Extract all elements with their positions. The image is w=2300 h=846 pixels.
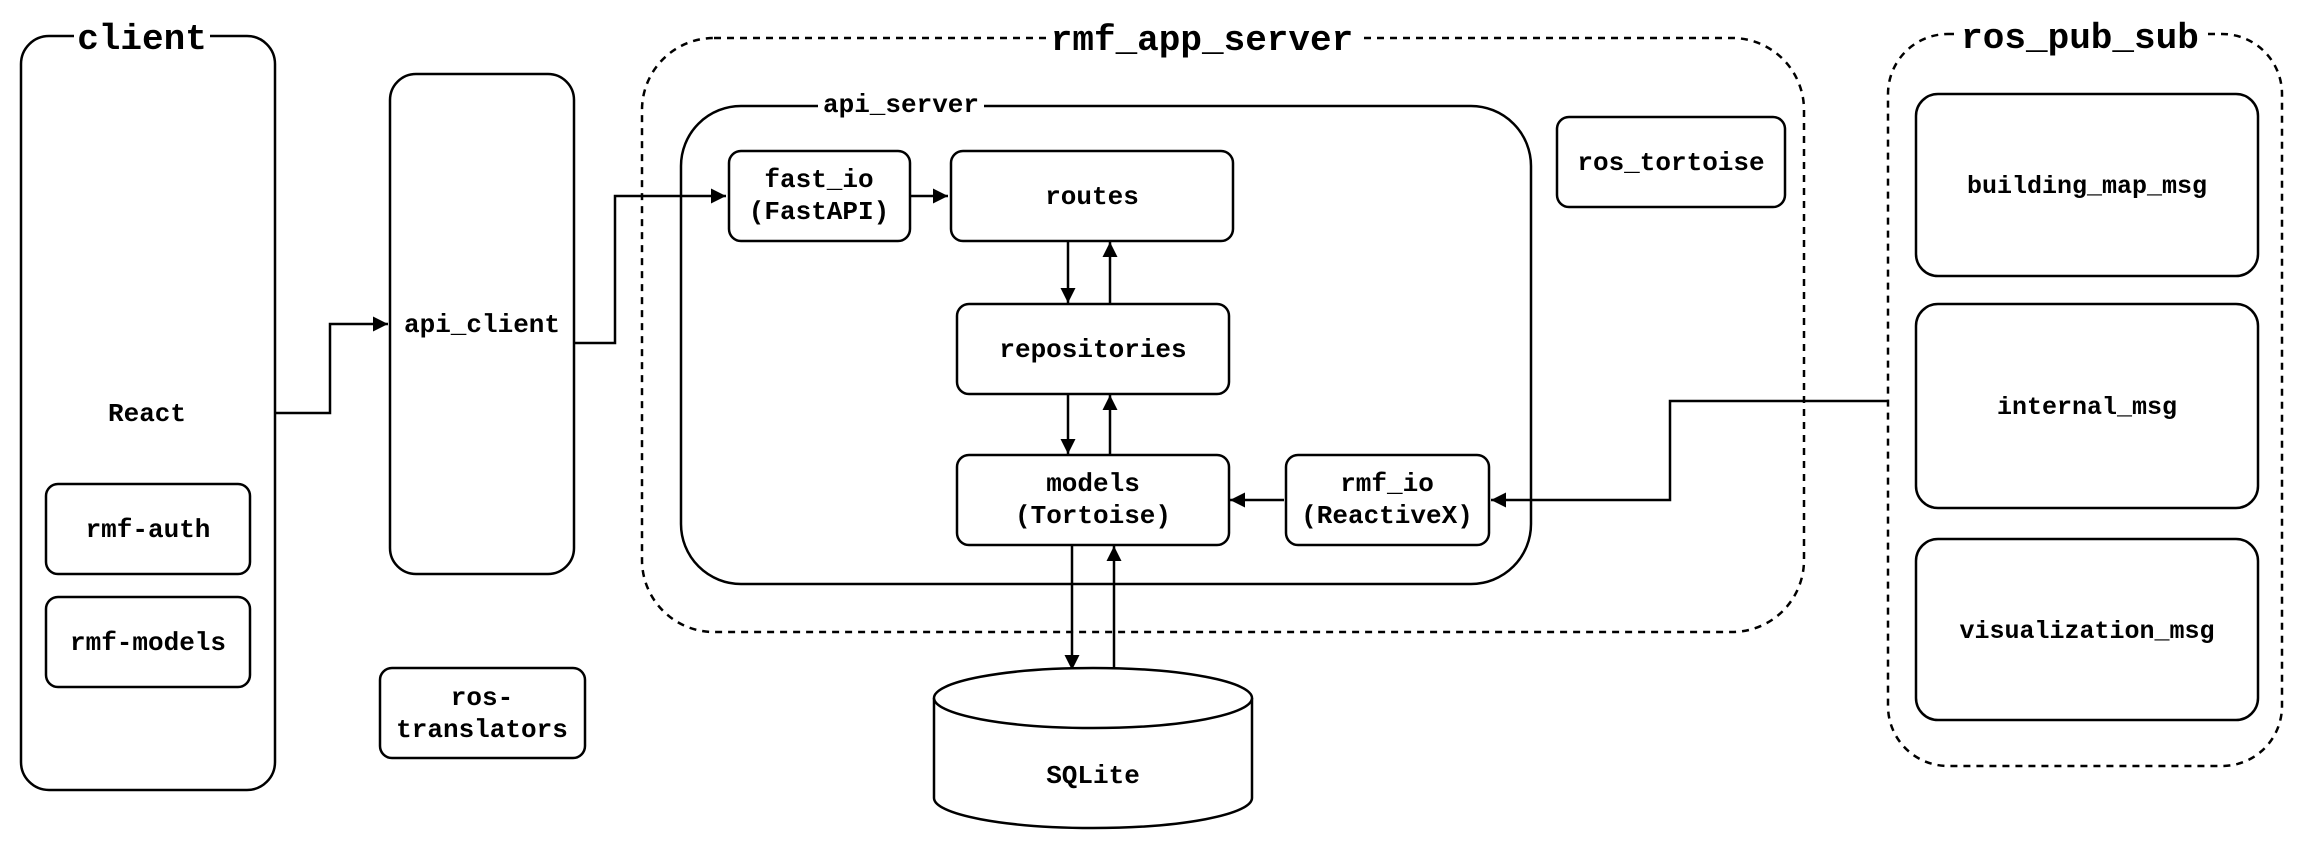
ros-tortoise-node: ros_tortoise <box>1555 115 1787 209</box>
ros-pub-sub-group-label: ros_pub_sub <box>1961 18 2199 59</box>
rmf-models-label: rmf-models <box>70 628 226 658</box>
fast-io-label-line1: fast_io <box>764 165 873 195</box>
fast-io-label-line2: (FastAPI) <box>749 197 889 227</box>
ros-translators-node: ros- translators <box>378 666 587 760</box>
routes-label: routes <box>1045 182 1139 212</box>
models-label-line1: models <box>1046 469 1140 499</box>
edge-api-client-to-fast-io <box>575 188 726 345</box>
sqlite-label: SQLite <box>1046 761 1140 791</box>
edge-internal-msg-to-rmf-io <box>1491 399 1889 508</box>
rmf-auth-label: rmf-auth <box>86 515 211 545</box>
api-client-node: api_client <box>388 72 576 576</box>
ros-tortoise-label: ros_tortoise <box>1577 148 1764 178</box>
visualization-msg-label: visualization_msg <box>1959 617 2214 646</box>
sqlite-database: SQLite <box>932 666 1254 830</box>
models-label-line2: (Tortoise) <box>1015 501 1171 531</box>
visualization-msg-node: visualization_msg <box>1914 537 2260 722</box>
rmf-auth-node: rmf-auth <box>44 482 252 576</box>
api-client-label: api_client <box>404 310 560 340</box>
rmf-models-node: rmf-models <box>44 595 252 689</box>
repositories-node: repositories <box>955 302 1231 396</box>
rmf-io-node: rmf_io (ReactiveX) <box>1284 453 1491 547</box>
api-server-group-label: api_server <box>823 90 979 120</box>
ros-translators-label-line1: ros- <box>451 683 513 713</box>
building-map-msg-node: building_map_msg <box>1914 92 2260 278</box>
react-node: React <box>108 399 186 429</box>
internal-msg-label: internal_msg <box>1997 393 2177 422</box>
fast-io-node: fast_io (FastAPI) <box>727 149 912 243</box>
rmf-app-server-group-label: rmf_app_server <box>1051 20 1353 61</box>
internal-msg-node: internal_msg <box>1914 302 2260 510</box>
rmf-io-label-line2: (ReactiveX) <box>1301 501 1473 531</box>
ros-translators-label-line2: translators <box>396 715 568 745</box>
building-map-msg-label: building_map_msg <box>1967 172 2207 201</box>
edge-react-to-api-client <box>276 316 388 415</box>
models-node: models (Tortoise) <box>955 453 1231 547</box>
connectors <box>276 188 1889 670</box>
rmf-io-label-line1: rmf_io <box>1340 469 1434 499</box>
repositories-label: repositories <box>999 335 1186 365</box>
routes-node: routes <box>949 149 1235 243</box>
react-label: React <box>108 399 186 429</box>
client-group-label: client <box>77 19 207 60</box>
